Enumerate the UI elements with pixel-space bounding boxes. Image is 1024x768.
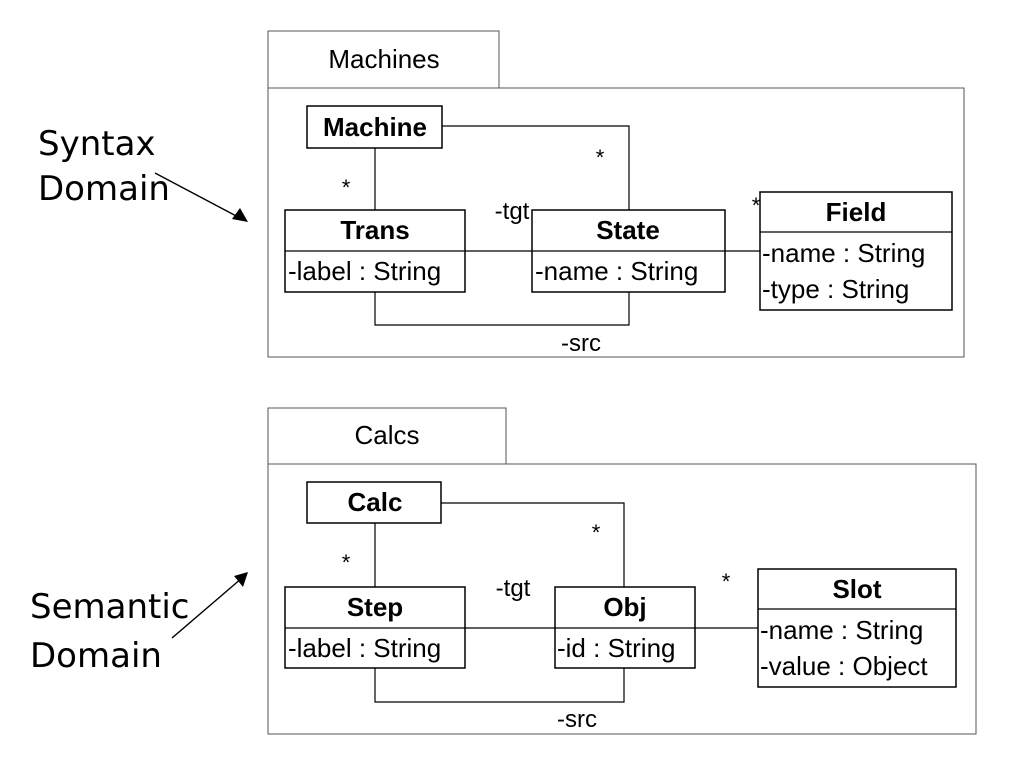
class-machine: Machine [306,105,443,149]
multiplicity: * [592,520,601,545]
class-obj: Obj -id : String [554,586,696,669]
class-name: Obj [603,592,646,622]
arrow-line [154,172,241,219]
class-step: Step -label : String [284,586,466,669]
class-name: Trans [340,215,409,245]
class-attribute: -type : String [762,274,909,304]
role-label-tgt: -tgt [496,575,531,602]
package-title: Calcs [354,420,419,450]
package-tab [267,30,500,89]
multiplicity: * [342,550,351,575]
role-label-src: -src [557,706,597,733]
class-attribute: -label : String [288,633,441,663]
container-target-link [442,125,630,210]
arrow-line [171,577,243,639]
class-slot: Slot -name : String -value : Object [757,568,957,688]
package-machines: Machines Machine Trans -label : String S… [267,30,965,358]
domain-label-line: Domain [30,636,162,676]
class-name: Field [826,197,887,227]
class-state: State -name : String [531,209,726,293]
domain-label-line: Domain [38,169,170,209]
container-target-link [441,502,625,587]
package-tab [267,407,507,465]
package-title: Machines [328,44,439,74]
src-link [374,292,630,326]
multiplicity: * [722,569,731,594]
multiplicity: * [342,175,351,200]
domain-label-line: Syntax [38,124,156,164]
class-calc: Calc [306,481,442,524]
class-attribute: -value : Object [760,651,928,681]
class-attribute: -name : String [535,256,698,286]
class-name: Machine [323,112,427,142]
class-attribute: -name : String [760,615,923,645]
arrowhead [234,572,248,587]
package-calcs: Calcs Calc Step -label : String Obj -id … [267,407,977,735]
domain-label-line: Semantic [30,587,189,627]
role-label-src: -src [561,330,601,357]
class-name: Calc [348,487,403,517]
syntax-domain-callout: Syntax Domain [38,124,248,222]
class-field: Field -name : String -type : String [759,191,953,311]
class-attribute: -id : String [557,633,676,663]
arrowhead [232,208,248,222]
class-trans: Trans -label : String [284,209,466,293]
multiplicity: * [752,193,761,218]
role-label-tgt: -tgt [495,198,530,225]
class-name: Step [347,592,403,622]
semantic-domain-callout: Semantic Domain [30,572,248,676]
class-attribute: -label : String [288,256,441,286]
class-name: State [596,215,660,245]
class-name: Slot [832,574,881,604]
src-link [374,668,625,703]
class-attribute: -name : String [762,238,925,268]
multiplicity: * [596,145,605,170]
